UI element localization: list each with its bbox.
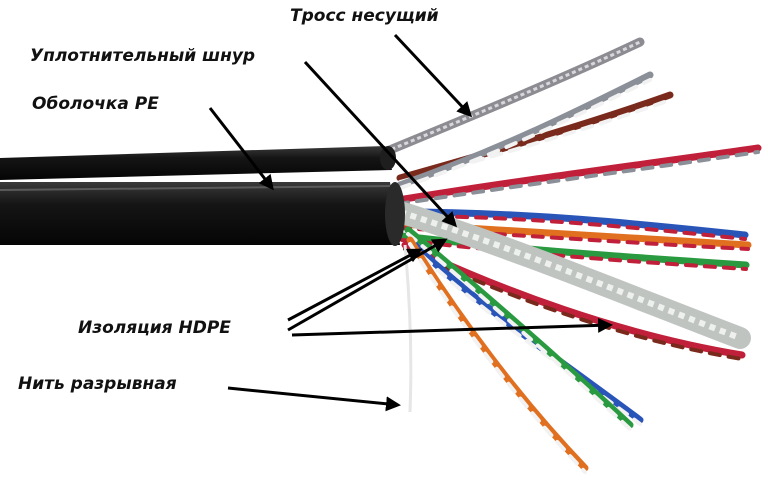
- arrow-insulation-3: [291, 317, 613, 337]
- label-messenger: Тросс несущий: [290, 6, 439, 26]
- arrow-insulation-2: [287, 238, 448, 332]
- label-filler: Уплотнительный шнур: [30, 46, 256, 66]
- label-ripcord: Нить разрывная: [18, 374, 177, 394]
- pair-green-lower: [404, 226, 634, 431]
- arrow-filler: [303, 60, 458, 228]
- filler-cord: [389, 201, 751, 349]
- pair-green: [398, 232, 750, 271]
- rip-cord: [403, 244, 413, 413]
- callout-arrows: [208, 33, 613, 412]
- pair-red: [394, 144, 762, 206]
- label-jacket: Оболочка PE: [32, 94, 159, 114]
- arrow-messenger: [393, 33, 473, 118]
- label-insulation: Изоляция HDPE: [78, 318, 231, 338]
- twisted-pairs: [394, 71, 762, 474]
- messenger-wire: [380, 37, 645, 157]
- arrow-jacket: [208, 107, 274, 191]
- arrow-ripcord: [227, 386, 401, 412]
- arrow-insulation-1: [287, 248, 423, 322]
- pair-orange-lower: [406, 236, 589, 474]
- cable-jacket: [0, 146, 405, 246]
- pair-grey: [396, 71, 654, 190]
